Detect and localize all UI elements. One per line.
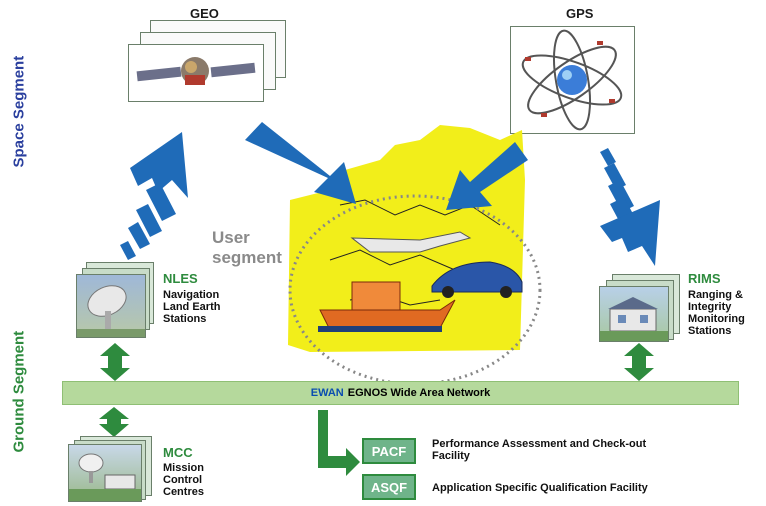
nles-photo [76, 274, 146, 338]
satellite-dish-icon [77, 285, 145, 337]
geo-title: GEO [190, 6, 219, 21]
asqf-description: Application Specific Qualification Facil… [432, 482, 648, 494]
rims-photo [599, 286, 669, 342]
gps-constellation-icon [521, 29, 623, 131]
pacf-box: PACF [362, 438, 416, 464]
nles-line1: Navigation [163, 289, 220, 301]
nles-line3: Stations [163, 313, 207, 325]
car-icon [431, 261, 523, 293]
nles-code: NLES [163, 271, 198, 286]
ewan-code: EWAN [310, 387, 344, 399]
ewan-bar: EWAN EGNOS Wide Area Network [62, 381, 739, 405]
rims-line3: Monitoring [688, 313, 745, 325]
mcc-line2: Control [163, 474, 203, 486]
pacf-line1: Performance Assessment and Check-out [432, 438, 647, 450]
mcc-photo [68, 444, 142, 502]
gps-to-europe-arrow [446, 142, 528, 210]
rims-line1: Ranging & [688, 289, 743, 301]
rims-line2: Integrity [688, 301, 732, 313]
user-segment-line1: User [212, 228, 250, 247]
ewan-mcc-arrow [99, 407, 129, 437]
rims-code: RIMS [688, 271, 721, 286]
rims-line4: Stations [688, 325, 732, 337]
mcc-description: Mission Control Centres [163, 462, 204, 498]
mcc-code: MCC [163, 445, 193, 460]
control-centre-icon [69, 453, 141, 501]
ewan-label: EGNOS Wide Area Network [347, 387, 491, 399]
station-building-icon [600, 297, 668, 341]
ewan-to-pacf-arrow [318, 410, 360, 476]
gps-to-rims-arrow [600, 148, 660, 266]
user-segment-line2: segment [212, 248, 282, 267]
mcc-line3: Centres [163, 486, 204, 498]
asqf-box: ASQF [362, 474, 416, 500]
pacf-description: Performance Assessment and Check-out Fac… [432, 438, 646, 462]
geo-to-europe-arrow [245, 122, 356, 204]
geo-satellite-icon [136, 57, 256, 85]
nles-ewan-arrow [100, 343, 130, 381]
user-segment-ellipse [288, 194, 542, 386]
pacf-line2: Facility [432, 450, 470, 462]
nles-description: Navigation Land Earth Stations [163, 289, 220, 325]
aircraft-icon [350, 231, 472, 253]
geo-card-front [128, 44, 264, 102]
user-segment-label: User segment [212, 228, 282, 268]
rims-description: Ranging & Integrity Monitoring Stations [688, 289, 745, 337]
nles-to-geo-arrow [120, 132, 188, 260]
nles-line2: Land Earth [163, 301, 221, 313]
rims-ewan-arrow [624, 343, 654, 381]
gps-box [510, 26, 635, 134]
gps-title: GPS [566, 6, 594, 21]
mcc-line1: Mission [163, 462, 204, 474]
